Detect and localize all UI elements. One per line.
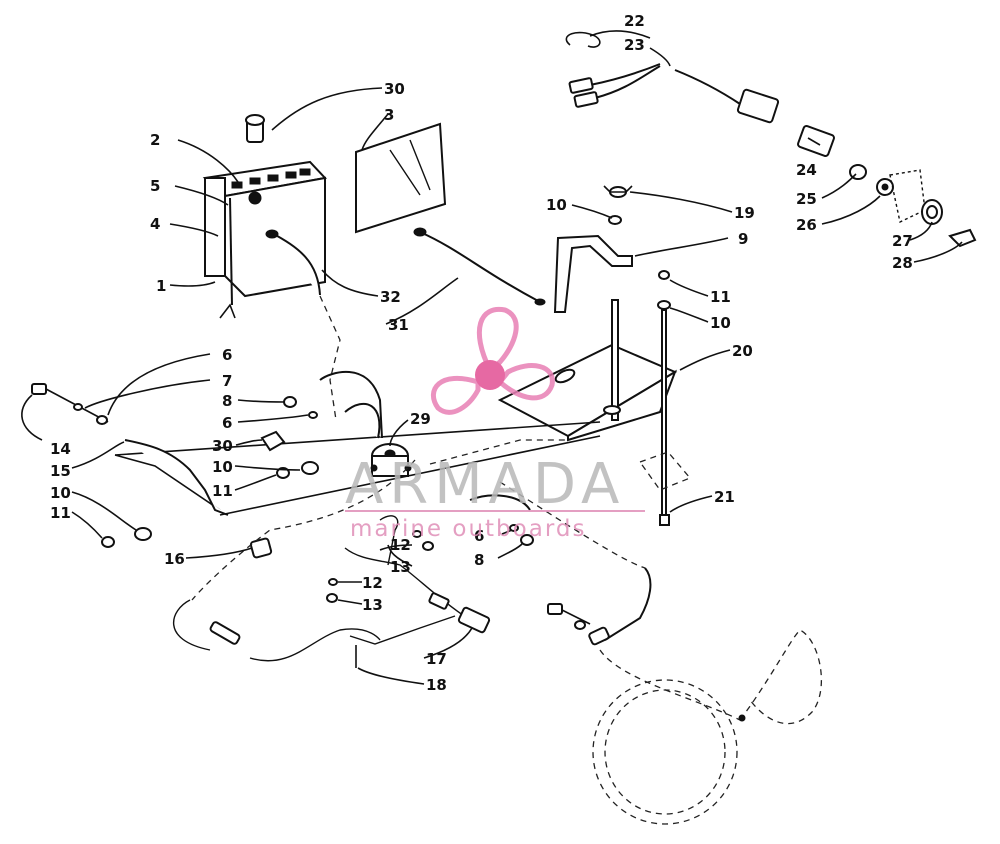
tray-bolt (657, 270, 671, 526)
callout-12-upper: 12 (390, 536, 411, 554)
callout-10-right: 10 (710, 314, 731, 332)
callout-16: 16 (164, 550, 185, 568)
callout-9: 9 (738, 230, 748, 248)
nuts-and-washers (101, 396, 534, 603)
terminal-boot (260, 430, 286, 452)
callout-10-left: 10 (50, 484, 71, 502)
rail-spacer (124, 439, 229, 516)
callout-12-lower: 12 (362, 574, 383, 592)
watermark-brand: ARMADA (345, 452, 625, 517)
wing-nut (603, 185, 633, 225)
callout-22: 22 (624, 12, 645, 30)
terminal-cap (245, 114, 265, 143)
callout-7: 7 (222, 372, 232, 390)
callout-32: 32 (380, 288, 401, 306)
callout-17: 17 (426, 650, 447, 668)
callout-31: 31 (388, 316, 409, 334)
lower-wire-lead (172, 515, 491, 668)
leader-lines (21, 30, 963, 685)
callout-26: 26 (796, 216, 817, 234)
battery-strap (219, 197, 236, 319)
armada-watermark: ARMADA marine outboards (345, 306, 645, 542)
starter-solenoid (370, 443, 412, 477)
ground-strap-right (547, 567, 652, 646)
callout-27: 27 (892, 232, 913, 250)
mounting-rail (114, 421, 601, 516)
callout-6-mid: 6 (222, 414, 232, 432)
callout-20: 20 (732, 342, 753, 360)
callout-15: 15 (50, 462, 71, 480)
ground-cable (469, 494, 531, 511)
callout-1: 1 (156, 277, 166, 295)
battery-cable-positive (413, 227, 546, 306)
callout-6-top: 6 (222, 346, 232, 364)
callout-8-left: 8 (222, 392, 232, 410)
callout-28: 28 (892, 254, 913, 272)
callout-11-mid: 11 (212, 482, 233, 500)
callout-6-right: 6 (474, 527, 484, 545)
callout-30-lower: 30 (212, 437, 233, 455)
battery-tray (497, 299, 678, 442)
battery-cover-pad (355, 122, 447, 234)
callout-14: 14 (50, 440, 71, 458)
callout-18: 18 (426, 676, 447, 694)
callout-11-right: 11 (710, 288, 731, 306)
callout-3: 3 (384, 106, 394, 124)
callout-29: 29 (410, 410, 431, 428)
callout-2: 2 (150, 131, 160, 149)
callout-5: 5 (150, 177, 160, 195)
harness-clip (565, 31, 601, 48)
callout-30: 30 (384, 80, 405, 98)
callout-11-left: 11 (50, 504, 71, 522)
callout-21: 21 (714, 488, 735, 506)
callout-labels: 30 3 2 5 4 1 32 31 22 23 24 25 26 27 28 … (50, 12, 913, 694)
callout-25: 25 (796, 190, 817, 208)
callout-24: 24 (796, 161, 817, 179)
propeller-logo-icon (431, 306, 555, 415)
callout-23: 23 (624, 36, 645, 54)
watermark-tagline: marine outboards (350, 516, 586, 542)
callout-13-lower: 13 (362, 596, 383, 614)
routing-lines (191, 295, 741, 721)
callout-13-upper: 13 (390, 558, 411, 576)
callout-10-mid: 10 (212, 458, 233, 476)
callout-4: 4 (150, 215, 160, 233)
key-switch-assembly (797, 125, 977, 248)
rail-bolt (31, 383, 109, 425)
hold-down-bracket (553, 234, 633, 313)
watermark-rule (345, 510, 645, 512)
solenoid-cable (319, 371, 383, 439)
battery-cable-negative (265, 229, 321, 296)
engine-flywheel-outline (592, 629, 823, 825)
callout-10-top: 10 (546, 196, 567, 214)
spacer-sleeve (249, 537, 273, 559)
wire-harness (568, 63, 780, 124)
callout-8-right: 8 (474, 551, 484, 569)
callout-19: 19 (734, 204, 755, 222)
